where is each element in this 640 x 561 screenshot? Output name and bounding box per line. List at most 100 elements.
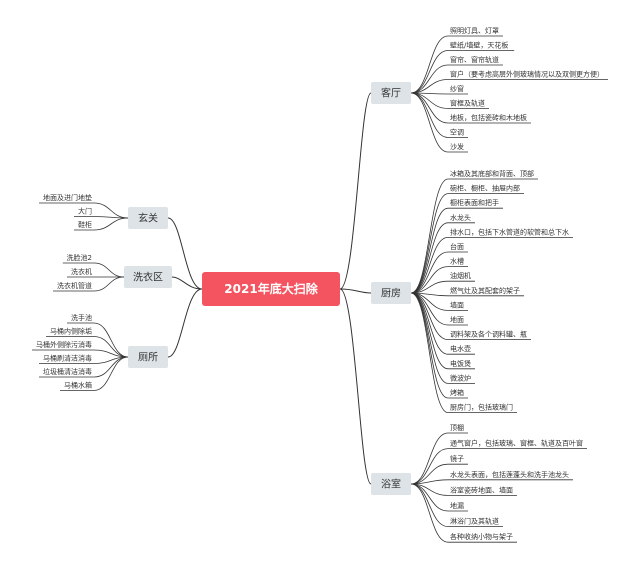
leaf-item-label: 地漏	[450, 501, 464, 510]
root-branch-connector	[167, 217, 203, 290]
branch-leaf-connector	[410, 207, 449, 294]
branch-leaf-connector	[410, 266, 449, 294]
branch-leaf-connector	[410, 79, 449, 94]
branch-leaf-connector	[410, 92, 449, 153]
branch-leaf-connector	[410, 222, 449, 294]
branch-node-box	[371, 473, 411, 495]
branch-leaf-connector	[410, 50, 449, 94]
leaf-item-label: 马桶水箱	[64, 381, 92, 390]
branch-node-0[interactable]: 客厅	[371, 82, 411, 104]
branch-node-1[interactable]: 厨房	[371, 282, 411, 304]
leaf-item-label: 排水口，包括下水管道的软管和总下水	[450, 227, 569, 236]
root-branch-connector	[339, 288, 372, 294]
branch-leaf-connector	[410, 292, 449, 340]
leaf-items: 照明灯具、灯罩壁纸/墙壁，天花板窗帘、窗帘轨道窗户（要考虑高层外侧玻璃情况以及双…	[32, 26, 608, 543]
leaf-item-label: 燃气灶及其配套的架子	[450, 286, 520, 295]
root-branch-connector	[339, 92, 372, 290]
branch-node-box	[128, 207, 168, 229]
leaf-item-label: 冰箱及其底部和背面、顶部	[450, 169, 534, 178]
leaf-item-label: 大门	[78, 207, 92, 216]
leaf-item-label: 洗手池	[71, 313, 92, 322]
leaf-item-label: 水龙头	[450, 213, 471, 222]
leaf-item-label: 微波炉	[450, 373, 471, 382]
branch-leaf-connector	[410, 237, 449, 294]
branch-leaf-connector	[93, 356, 129, 391]
branch-leaf-connector	[410, 463, 449, 485]
branch-node-4[interactable]: 洗衣区	[124, 266, 172, 288]
leaf-item-label: 纱窗	[450, 84, 464, 93]
root-branch-connector	[167, 288, 203, 358]
branch-node-box	[371, 82, 411, 104]
branch-leaf-connector	[410, 280, 449, 294]
root-branch-connector	[171, 276, 203, 290]
branch-leaf-connector	[410, 432, 449, 485]
branch-leaf-connector	[410, 483, 449, 512]
branch-leaf-connector	[410, 178, 449, 294]
leaf-item-label: 窗框及轨道	[450, 99, 485, 108]
leaf-item-label: 电饭煲	[450, 359, 471, 368]
leaf-item-label: 台面	[450, 242, 464, 251]
leaf-item-label: 电水壶	[450, 344, 471, 353]
leaf-item-label: 地板，包括瓷砖和木地板	[450, 113, 527, 122]
branch-leaf-connector	[93, 262, 125, 278]
leaf-item-label: 镜子	[450, 454, 464, 463]
leaf-item-label: 通气窗户，包括玻璃、窗框、轨道及百叶窗	[450, 439, 583, 448]
branch-leaf-connector	[410, 448, 449, 485]
leaf-item-label: 淋浴门及其轨道	[450, 517, 499, 526]
branch-leaf-connector	[410, 483, 449, 527]
leaf-item-label: 浴室瓷砖地面、墙面	[450, 485, 513, 494]
branch-leaf-connector	[410, 193, 449, 294]
branch-leaf-connector	[410, 35, 449, 94]
leaf-item-label: 照明灯具、灯罩	[450, 26, 499, 35]
branch-leaf-connector	[93, 217, 129, 231]
branch-leaf-connector	[93, 336, 129, 358]
leaf-item-label: 水槽	[450, 257, 464, 266]
leaf-item-label: 洗脸池2	[67, 253, 92, 262]
leaf-item-label: 烤箱	[450, 388, 464, 397]
branch-leaf-connector	[410, 292, 449, 370]
leaf-item-label: 地面及进门地垫	[43, 193, 92, 202]
connectors	[93, 35, 449, 543]
leaf-item-label: 墙面	[450, 300, 464, 309]
branch-leaf-connector	[410, 64, 449, 94]
branch-node-box	[124, 266, 172, 288]
branch-node-label: 客厅	[381, 87, 401, 100]
leaf-item-label: 马桶刷清洁消毒	[43, 354, 92, 363]
leaf-item-label: 马桶外侧除污消毒	[36, 340, 92, 349]
branch-node-box	[128, 346, 168, 368]
branch-leaf-connector	[410, 92, 449, 138]
leaf-item-label: 空调	[450, 128, 464, 137]
root-branch-connector	[339, 288, 372, 485]
leaf-item-label: 窗帘、窗帘轨道	[450, 55, 499, 64]
branch-leaf-connector	[410, 292, 449, 413]
branch-leaf-connector	[93, 276, 125, 292]
leaf-item-label: 洗衣机管道	[57, 281, 92, 290]
root-node[interactable]: 2021年底大扫除	[202, 272, 340, 306]
branch-node-3[interactable]: 玄关	[128, 207, 168, 229]
branch-node-5[interactable]: 厕所	[128, 346, 168, 368]
leaf-item-label: 厨房门，包括玻璃门	[450, 403, 513, 412]
leaf-item-label: 各种收纳小物与架子	[450, 532, 513, 541]
root-node-label: 2021年底大扫除	[224, 281, 318, 296]
leaf-item-label: 顶棚	[450, 423, 464, 432]
leaf-item-label: 沙发	[450, 142, 464, 151]
leaf-item-label: 水龙头表面，包括莲蓬头和洗手池龙头	[450, 470, 569, 479]
root-node-box	[202, 272, 340, 306]
leaf-item-label: 碗柜、橱柜、抽屉内部	[450, 184, 520, 193]
branch-node-2[interactable]: 浴室	[371, 473, 411, 495]
branch-leaf-connector	[410, 483, 449, 543]
leaf-item-label: 调料架及各个调料罐、瓶	[450, 330, 527, 339]
leaf-item-label: 油烟机	[450, 271, 471, 280]
leaf-item-label: 洗衣机	[71, 267, 92, 276]
branch-leaf-connector	[93, 202, 129, 219]
branch-leaf-connector	[410, 251, 449, 294]
leaf-item-label: 地面	[450, 315, 464, 324]
branch-leaf-connector	[93, 322, 129, 358]
leaf-item-label: 窗户（要考虑高层外侧玻璃情况以及双侧更方便）	[450, 70, 604, 79]
leaf-item-label: 鞋柜	[78, 220, 92, 229]
branch-node-box	[371, 282, 411, 304]
leaf-item-label: 垃圾桶清洁消毒	[43, 367, 92, 376]
branch-node-label: 厕所	[138, 352, 158, 364]
